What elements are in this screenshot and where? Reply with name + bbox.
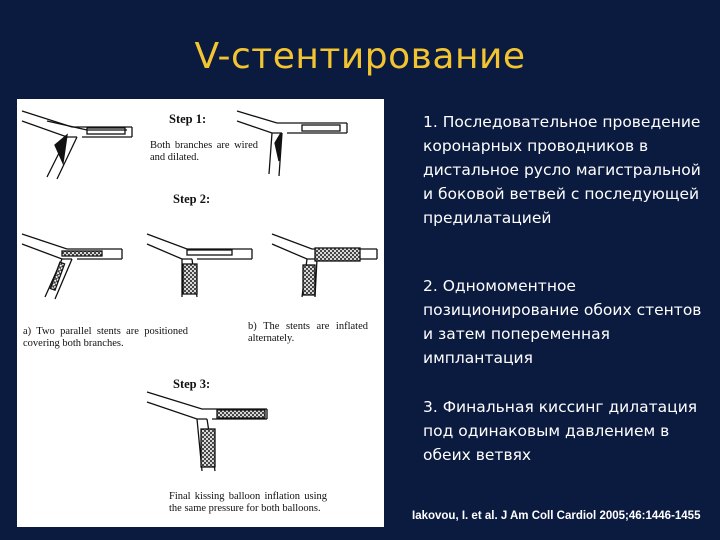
step3-caption: Final kissing balloon inflation using th… xyxy=(169,491,327,514)
step3-label: Step 3: xyxy=(173,377,211,391)
step2b-caption: b) The stents are inflated alternately. xyxy=(248,321,368,344)
step2b-vessel-second xyxy=(271,233,378,298)
step2b-vessel-first xyxy=(146,233,253,298)
step1-caption: Both branches are wired and dilated. xyxy=(150,140,258,163)
slide-title: V-стентирование xyxy=(194,36,526,77)
step1-label: Step 1: xyxy=(169,112,207,126)
vessel-diagrams xyxy=(21,110,378,472)
citation: Iakovou, I. et al. J Am Coll Cardiol 200… xyxy=(412,510,701,522)
step1-vessel-right xyxy=(236,110,348,177)
step3-vessel xyxy=(146,391,268,472)
step2a-vessel xyxy=(21,233,123,300)
step-text-1: 1. Последовательное проведение коронарны… xyxy=(423,113,701,227)
step-text-3: 3. Финальная киссинг дилатация под одина… xyxy=(423,398,698,464)
step-text-2: 2. Одномоментное позиционирование обоих … xyxy=(423,277,702,367)
step2-label: Step 2: xyxy=(173,192,211,206)
procedure-figure: Step 1: Both branches are wired and dila… xyxy=(17,99,384,527)
step1-vessel-left xyxy=(21,110,133,180)
step2a-caption: a) Two parallel stents are positioned co… xyxy=(23,326,188,349)
